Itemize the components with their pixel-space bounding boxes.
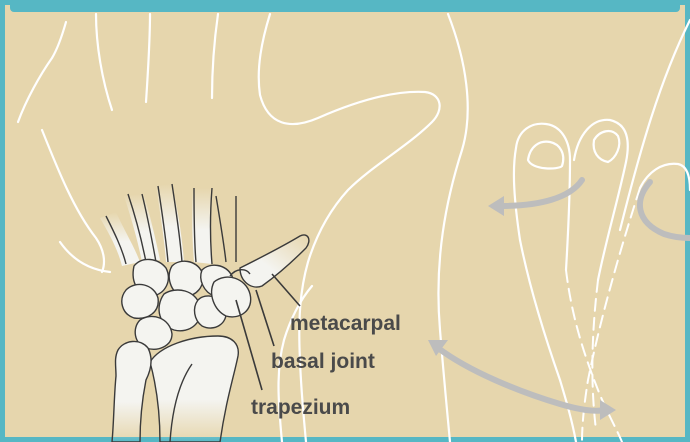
basal-joint-label: basal joint [271, 351, 375, 372]
metacarpal-label: metacarpal [290, 313, 401, 334]
carpal-bone [122, 284, 158, 318]
trapezium-label: trapezium [251, 397, 350, 418]
header-bar [10, 0, 680, 12]
